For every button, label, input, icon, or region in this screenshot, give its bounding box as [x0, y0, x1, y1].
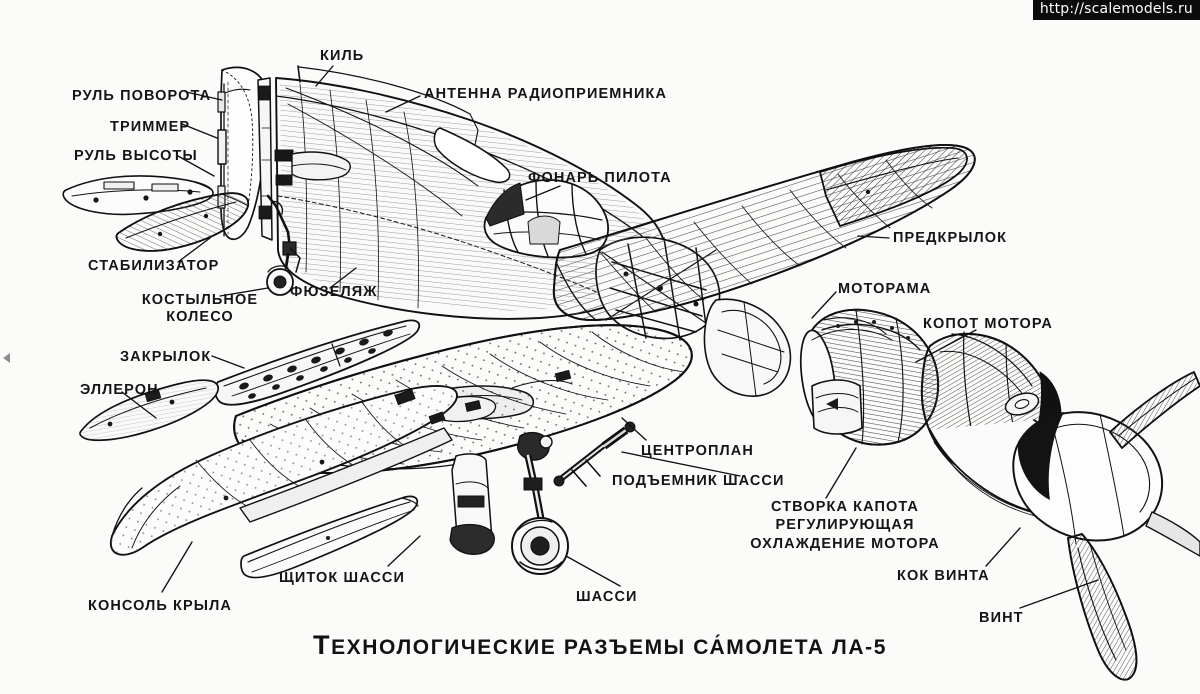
flap-part	[214, 319, 421, 406]
wing-panel-part	[109, 384, 458, 556]
label-gear-door: ЩИТОК ШАССИ	[279, 570, 405, 586]
label-cowl-flap: СТВОРКА КАПОТА РЕГУЛИРУЮЩАЯ ОХЛАЖДЕНИЕ М…	[750, 499, 940, 552]
label-propeller: ВИНТ	[979, 610, 1024, 626]
tailwheel-part	[266, 194, 301, 296]
label-spinner: КОК ВИНТА	[897, 568, 990, 584]
label-wing-panel: КОНСОЛЬ КРЫЛА	[88, 598, 232, 614]
stabilizer-part	[115, 192, 250, 252]
gear-door-inner	[449, 453, 495, 555]
label-aileron: ЭЛЛЕРОН	[80, 382, 159, 398]
figure-caption: ТЕХНОЛОГИЧЕСКИЕ РАЗЪЕМЫ СА́МОЛЕТА ЛА-5	[0, 630, 1200, 661]
label-fuselage: ФЮЗЕЛЯЖ	[290, 284, 378, 300]
right-wing-part	[552, 143, 976, 321]
aileron-part	[79, 379, 219, 442]
label-slat: ПРЕДКРЫЛОК	[893, 230, 1008, 246]
leader-lines	[121, 65, 1099, 609]
label-elevator: РУЛЬ ВЫСОТЫ	[74, 148, 198, 164]
label-landing-gear: ШАССИ	[576, 589, 638, 605]
caption-first-letter: Т	[312, 630, 332, 660]
label-fin: КИЛЬ	[320, 48, 365, 64]
label-tailwheel: КОСТЫЛЬНОЕ КОЛЕСО	[141, 292, 259, 326]
label-center-wing: ЦЕНТРОПЛАН	[641, 443, 754, 459]
label-stabilizer: СТАБИЛИЗАТОР	[88, 258, 220, 274]
left-edge-marker-icon	[3, 353, 10, 363]
label-pilot-canopy: ФОНАРЬ ПИЛОТА	[528, 170, 672, 186]
label-engine-mount: МОТОРАМА	[838, 281, 932, 297]
gear-door-part	[240, 495, 419, 579]
site-watermark: http://scalemodels.ru	[1032, 0, 1200, 20]
label-engine-cowl: КОПОТ МОТОРА	[923, 316, 1053, 332]
label-rudder: РУЛЬ ПОВОРОТА	[72, 88, 212, 104]
fin-part	[257, 77, 273, 241]
label-trimmer: ТРИММЕР	[110, 119, 191, 135]
label-flap: ЗАКРЫЛОК	[120, 349, 212, 365]
landing-gear-part	[511, 431, 569, 575]
gear-jack-part	[553, 421, 636, 487]
label-radio-antenna: АНТЕННА РАДИОПРИЕМНИКА	[424, 86, 668, 102]
caption-rest: ЕХНОЛОГИЧЕСКИЕ РАЗЪЕМЫ СА́МОЛЕТА ЛА-5	[331, 636, 887, 659]
propeller-part	[1067, 371, 1200, 681]
label-gear-jack: ПОДЪЕМНИК ШАССИ	[612, 473, 785, 489]
